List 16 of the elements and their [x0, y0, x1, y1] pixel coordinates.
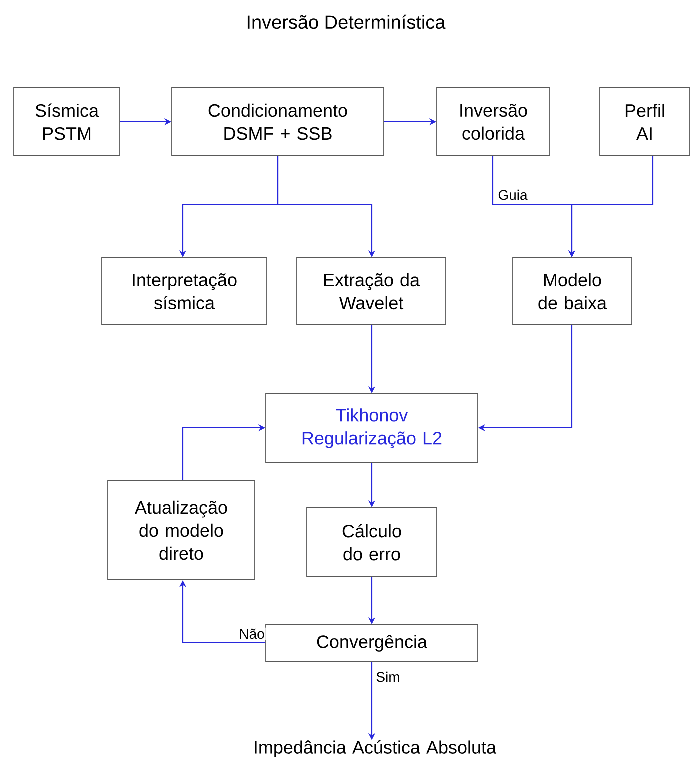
process-box: Extração da Wavelet [296, 258, 446, 326]
process-box: Sísmica PSTM [14, 88, 120, 156]
edge-label: Não [240, 628, 264, 640]
edge-label: Guia [498, 190, 528, 200]
process-box: Inversão colorida [436, 88, 550, 156]
process-box: Atualização do modelo direto [108, 480, 256, 580]
process-box: Cálculo do erro [306, 508, 438, 578]
process-box: Modelo de baixa [512, 258, 632, 326]
edge-label: Sim [376, 672, 400, 682]
process-box: Convergência [266, 624, 478, 662]
process-box: Tikhonov Regularização L2 [266, 394, 478, 464]
title: Inversão Determinística [248, 14, 446, 30]
output-label: Impedância Acústica Absoluta [255, 740, 497, 758]
process-box: Condicionamento DSMF + SSB [172, 88, 384, 156]
process-box: Perfil AI [600, 88, 690, 156]
process-box: Interpretação sísmica [102, 258, 268, 326]
